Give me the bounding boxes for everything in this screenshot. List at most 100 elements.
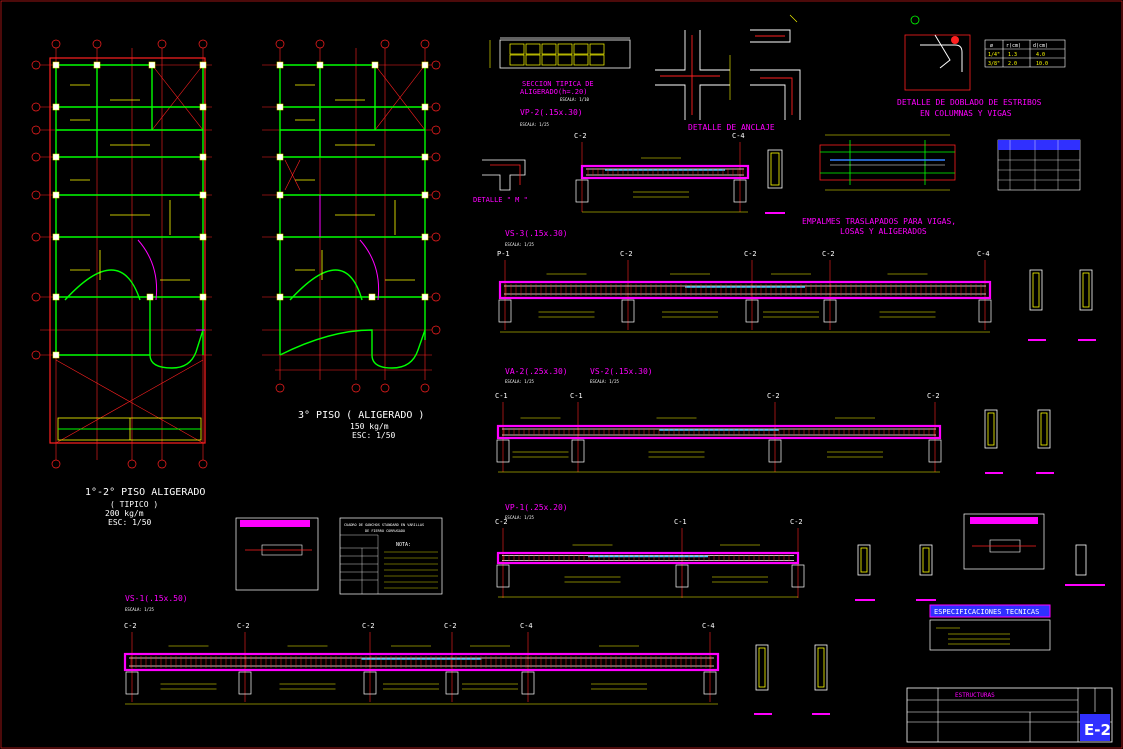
- plan-3-title: 3° PISO ( ALIGERADO ): [298, 410, 424, 421]
- beam-va2-title: VA-2(.25x.30): [505, 367, 568, 376]
- beam-vs3-col-label: C-2: [620, 250, 633, 258]
- beam-vp2-column: [733, 179, 747, 203]
- especificaciones-tecnicas: ESPECIFICACIONES TECNICAS: [929, 604, 1051, 651]
- doblado-line2: EN COLUMNAS Y VIGAS: [920, 109, 1012, 118]
- beam-va2-col-label: C-2: [767, 392, 780, 400]
- plan-1-2-title: 1°-2° PISO ALIGERADO: [85, 487, 205, 498]
- beam-vs3-col-label: P-1: [497, 250, 510, 258]
- section-cuts: [754, 149, 1105, 715]
- beam-vs1-column: [238, 671, 252, 695]
- beam-vs3-column: [978, 299, 992, 323]
- beam-vp2-body: [580, 164, 750, 180]
- beam-vs1-scale: ESCALA: 1/25: [125, 607, 154, 612]
- beam-va2-column: [571, 439, 585, 463]
- ganchos-title: CUADRO DE GANCHOS STANDARD EN VARILLAS: [344, 523, 424, 527]
- doblado-r1c2: 10.0: [1036, 61, 1048, 67]
- beam-va2-col-label: C-1: [570, 392, 583, 400]
- beam-va2-column: [768, 439, 782, 463]
- beam-vp1-column: [791, 564, 805, 588]
- empalmes-table: [997, 139, 1081, 191]
- detalle-m: DETALLE " M ": [473, 159, 528, 204]
- empalmes-traslapados: EMPALMES TRASLAPADOS PARA VIGAS, LOSAS Y…: [802, 134, 1081, 236]
- beam-vs3-column: [745, 299, 759, 323]
- beam-vp2-scale: ESCALA: 1/25: [520, 122, 549, 127]
- beam-vp1-col-label: C-2: [495, 518, 508, 526]
- beam-vp1-column: [675, 564, 689, 588]
- title-block: ESTRUCTURAS E-2: [906, 687, 1113, 743]
- doblado-r1c0: 3/8": [988, 61, 1000, 67]
- beam-vp2-title: VP-2(.15x.30): [520, 108, 583, 117]
- beam-vs1-col-label: C-2: [237, 622, 250, 630]
- empalmes-line1: EMPALMES TRASLAPADOS PARA VIGAS,: [802, 217, 956, 226]
- plan-1-2-load: 200 kg/m: [105, 509, 144, 518]
- doblado-r0c0: 1/4": [988, 52, 1000, 58]
- empalmes-line2: LOSAS Y ALIGERADOS: [840, 227, 927, 236]
- beam-vs1-column: [445, 671, 459, 695]
- ganchos-subtitle: DE FIERRO CORRUGADO: [365, 529, 405, 533]
- beam-vs1-column: [703, 671, 717, 695]
- doblado-h2: d(cm): [1033, 43, 1048, 49]
- doblado-r0c2: 4.0: [1036, 52, 1045, 58]
- cuadro-ganchos: CUADRO DE GANCHOS STANDARD EN VARILLAS D…: [235, 513, 1045, 595]
- beam-vs1-col-label: C-2: [444, 622, 457, 630]
- beam-vp2-col-label: C-2: [574, 132, 587, 140]
- beam-vs3-body: [498, 280, 992, 300]
- doblado-h1: r(cm): [1006, 43, 1021, 49]
- beam-va2-col-label: C-1: [495, 392, 508, 400]
- beam-vp1-col-label: C-2: [790, 518, 803, 526]
- beam-vp2-col-label: C-4: [732, 132, 745, 140]
- beam-vs1-col-label: C-2: [124, 622, 137, 630]
- plan-1-2-piso: 1°-2° PISO ALIGERADO ( TIPICO ) 200 kg/m…: [31, 39, 212, 527]
- beam-vp1-scale: ESCALA: 1/25: [505, 515, 534, 520]
- beam-vs1-title: VS-1(.15x.50): [125, 594, 188, 603]
- beam-vs1-body: [123, 652, 720, 672]
- beam-vs3-title: VS-3(.15x.30): [505, 229, 568, 238]
- beam-vs3-column: [621, 299, 635, 323]
- beam-vs1-col-label: C-4: [520, 622, 533, 630]
- doblado-line1: DETALLE DE DOBLADO DE ESTRIBOS: [897, 98, 1042, 107]
- beam-vs3-col-label: C-4: [977, 250, 990, 258]
- beam-vs1-col-label: C-4: [702, 622, 715, 630]
- plan-3-scale: ESC: 1/50: [352, 431, 396, 440]
- beam-vp1-column: [496, 564, 510, 588]
- beam-vs3-column: [823, 299, 837, 323]
- seccion-tipica-aligerado: SECCION TIPICA DE ALIGERADO(h=.20) ESCAL…: [489, 37, 631, 102]
- doblado-table: ø r(cm) d(cm) 1/4" 1.3 4.0 3/8" 2.0 10.0: [984, 39, 1066, 68]
- doblado-h0: ø: [990, 43, 993, 49]
- beam-vs2-scale: ESCALA: 1/25: [590, 379, 619, 384]
- plan-3-load: 150 kg/m: [350, 422, 389, 431]
- beam-vp1-title: VP-1(.25x.20): [505, 503, 568, 512]
- beam-vs3-column: [498, 299, 512, 323]
- seccion-scale: ESCALA: 1/10: [560, 97, 589, 102]
- beam-vs1-column: [363, 671, 377, 695]
- titleblock-sheet: E-2: [1084, 721, 1111, 739]
- beam-va2-scale: ESCALA: 1/25: [505, 379, 534, 384]
- beam-va2-column: [928, 439, 942, 463]
- doblado-r0c1: 1.3: [1008, 52, 1017, 58]
- plan-1-2-scale: ESC: 1/50: [108, 518, 152, 527]
- doblado-r1c1: 2.0: [1008, 61, 1017, 67]
- plan-3-piso: 3° PISO ( ALIGERADO ) 150 kg/m ESC: 1/50: [262, 39, 441, 440]
- beam-va2-col-label: C-2: [927, 392, 940, 400]
- beam-vp1-col-label: C-1: [674, 518, 687, 526]
- beam-vs1-column: [125, 671, 139, 695]
- seccion-subtitle: ALIGERADO(h=.20): [520, 88, 587, 96]
- beam-vs2-title: VS-2(.15x.30): [590, 367, 653, 376]
- detalle-anclaje: DETALLE DE ANCLAJE: [655, 14, 801, 132]
- ganchos-nota: NOTA:: [396, 542, 411, 548]
- beam-vs1-column: [521, 671, 535, 695]
- beam-vp2-column: [575, 179, 589, 203]
- beam-vs1-col-label: C-2: [362, 622, 375, 630]
- beam-va2-column: [496, 439, 510, 463]
- detalle-m-title: DETALLE " M ": [473, 196, 528, 204]
- seccion-title: SECCION TIPICA DE: [522, 80, 594, 88]
- detalle-doblado-estribos: ø r(cm) d(cm) 1/4" 1.3 4.0 3/8" 2.0 10.0…: [897, 15, 1066, 118]
- especificaciones-title: ESPECIFICACIONES TECNICAS: [934, 608, 1039, 616]
- titleblock-project: ESTRUCTURAS: [955, 692, 995, 699]
- beam-vs3-col-label: C-2: [822, 250, 835, 258]
- beam-vs3-scale: ESCALA: 1/25: [505, 242, 534, 247]
- beam-vs3-col-label: C-2: [744, 250, 757, 258]
